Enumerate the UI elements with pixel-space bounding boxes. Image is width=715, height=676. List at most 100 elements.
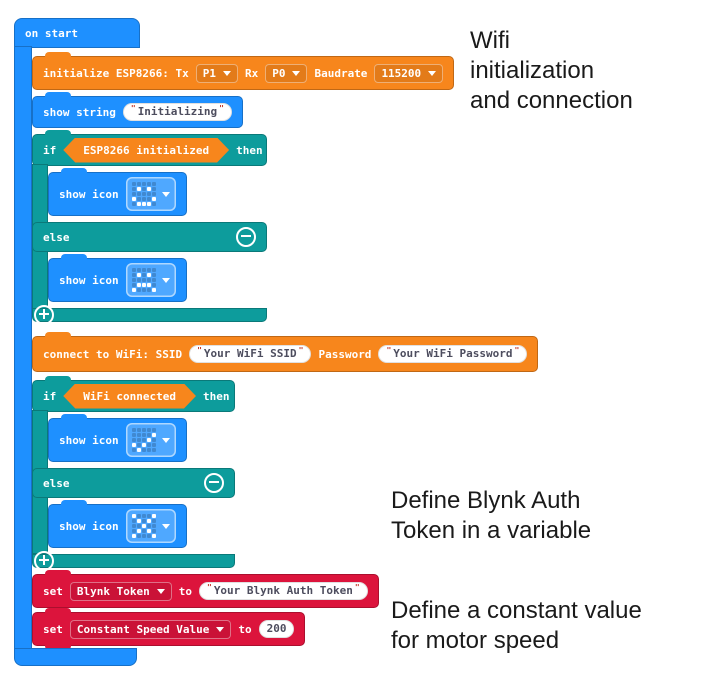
checkmark-icon — [131, 428, 156, 452]
variable-dropdown-blynk-token[interactable]: Blynk Token — [69, 581, 172, 601]
show-icon-label: show icon — [59, 433, 119, 447]
dropdown-arrow-icon — [161, 191, 170, 197]
ssid-value: Your WiFi SSID — [203, 347, 297, 360]
initialize-esp8266-block[interactable]: initialize ESP8266: Tx P1 Rx P0 Baudrate… — [32, 52, 455, 90]
speed-value: 200 — [266, 622, 287, 635]
happy-face-icon — [131, 182, 156, 206]
if-label: if — [43, 389, 57, 403]
show-icon-yes-block[interactable]: show icon — [48, 414, 187, 462]
password-label: Password — [318, 347, 372, 361]
if1-bottom-bar — [32, 308, 267, 322]
dropdown-arrow-icon — [292, 70, 301, 76]
annotation-line: and connection — [470, 87, 633, 114]
open-quote: " — [130, 104, 136, 113]
show-icon-happy-block[interactable]: show icon — [48, 168, 187, 216]
dropdown-arrow-icon — [161, 523, 170, 529]
annotation-line: for motor speed — [391, 627, 560, 654]
on-start-footer — [14, 648, 137, 666]
baudrate-label: Baudrate — [314, 66, 368, 80]
if-label: if — [43, 143, 57, 157]
esp8266-initialized-condition[interactable]: ESP8266 initialized — [63, 138, 229, 163]
else-label: else — [43, 476, 70, 490]
dropdown-arrow-icon — [161, 437, 170, 443]
to-label: to — [178, 584, 192, 598]
connect-wifi-label: connect to WiFi: SSID — [43, 347, 183, 361]
annotation-line: Wifi — [470, 27, 510, 54]
string-field-initializing[interactable]: " Initializing " — [122, 103, 232, 121]
blynk-token-field[interactable]: " Your Blynk Auth Token " — [198, 582, 368, 600]
close-quote: " — [219, 104, 224, 113]
show-icon-label: show icon — [59, 273, 119, 287]
open-quote: " — [197, 346, 202, 355]
baudrate-value: 115200 — [381, 66, 422, 80]
wifi-connected-condition[interactable]: WiFi connected — [63, 384, 196, 409]
annotation-line: Define Blynk Auth — [391, 487, 581, 514]
else2-bar[interactable]: else — [32, 468, 235, 498]
if-wifi-connected-bar[interactable]: if WiFi connected then — [32, 376, 235, 412]
icon-picker-sad[interactable] — [125, 263, 176, 297]
variable-name: Blynk Token — [76, 584, 150, 598]
cross-icon — [131, 514, 156, 538]
variable-name: Constant Speed Value — [76, 622, 210, 636]
password-field[interactable]: " Your WiFi Password " — [378, 345, 528, 363]
set-blynk-token-block[interactable]: set Blynk Token to " Your Blynk Auth Tok… — [32, 570, 379, 608]
string-value: Initializing — [137, 105, 218, 118]
close-quote: " — [354, 583, 360, 592]
if2-bottom-bar — [32, 554, 235, 568]
to-label: to — [238, 622, 252, 636]
show-icon-label: show icon — [59, 519, 119, 533]
add-else-if-icon[interactable] — [34, 551, 54, 571]
annotation-speed: Define a constant value for motor speed — [391, 596, 642, 656]
blynk-token-value: Your Blynk Auth Token — [213, 584, 353, 597]
dropdown-arrow-icon — [216, 626, 225, 632]
else-label: else — [43, 230, 70, 244]
rx-pin-value: P0 — [272, 66, 286, 80]
dropdown-arrow-icon — [428, 70, 437, 76]
show-string-label: show string — [43, 105, 116, 119]
else1-bar[interactable]: else — [32, 222, 267, 252]
collapse-else-icon[interactable] — [236, 227, 256, 247]
close-quote: " — [298, 346, 304, 355]
tx-pin-dropdown[interactable]: P1 — [195, 63, 238, 83]
annotation-wifi: Wifi initialization and connection — [470, 26, 633, 116]
dropdown-arrow-icon — [161, 277, 170, 283]
speed-value-field[interactable]: 200 — [258, 620, 295, 638]
tx-pin-value: P1 — [202, 66, 216, 80]
if-esp8266-initialized-bar[interactable]: if ESP8266 initialized then — [32, 130, 267, 166]
icon-picker-no[interactable] — [125, 509, 176, 543]
close-quote: " — [514, 346, 520, 355]
set-label: set — [43, 622, 63, 636]
dropdown-arrow-icon — [222, 70, 231, 76]
connect-wifi-block[interactable]: connect to WiFi: SSID " Your WiFi SSID "… — [32, 332, 539, 372]
then-label: then — [236, 143, 263, 157]
open-quote: " — [386, 346, 392, 355]
set-constant-speed-block[interactable]: set Constant Speed Value to 200 — [32, 608, 306, 650]
annotation-line: initialization — [470, 57, 595, 84]
rx-label: Rx — [244, 66, 259, 80]
set-label: set — [43, 584, 63, 598]
collapse-else-icon[interactable] — [204, 473, 224, 493]
add-else-if-icon[interactable] — [34, 305, 54, 325]
variable-dropdown-constant-speed[interactable]: Constant Speed Value — [69, 619, 232, 639]
on-start-spine — [14, 46, 32, 650]
open-quote: " — [206, 583, 212, 592]
initialize-label: initialize ESP8266: Tx — [43, 66, 189, 80]
show-string-block[interactable]: show string " Initializing " — [32, 92, 243, 128]
annotation-line: Token in a variable — [391, 517, 592, 544]
show-icon-sad-block[interactable]: show icon — [48, 254, 187, 302]
icon-picker-happy[interactable] — [125, 177, 176, 211]
password-value: Your WiFi Password — [393, 347, 513, 360]
show-icon-no-block[interactable]: show icon — [48, 500, 187, 548]
icon-picker-yes[interactable] — [125, 423, 176, 457]
on-start-block[interactable]: on start — [14, 18, 140, 48]
show-icon-label: show icon — [59, 187, 119, 201]
ssid-field[interactable]: " Your WiFi SSID " — [189, 345, 312, 363]
annotation-line: Define a constant value — [391, 597, 642, 624]
then-label: then — [202, 389, 230, 403]
baudrate-dropdown[interactable]: 115200 — [374, 63, 444, 83]
rx-pin-dropdown[interactable]: P0 — [265, 63, 308, 83]
annotation-blynk: Define Blynk Auth Token in a variable — [391, 486, 591, 546]
sad-face-icon — [131, 268, 156, 292]
on-start-label: on start — [25, 26, 78, 40]
